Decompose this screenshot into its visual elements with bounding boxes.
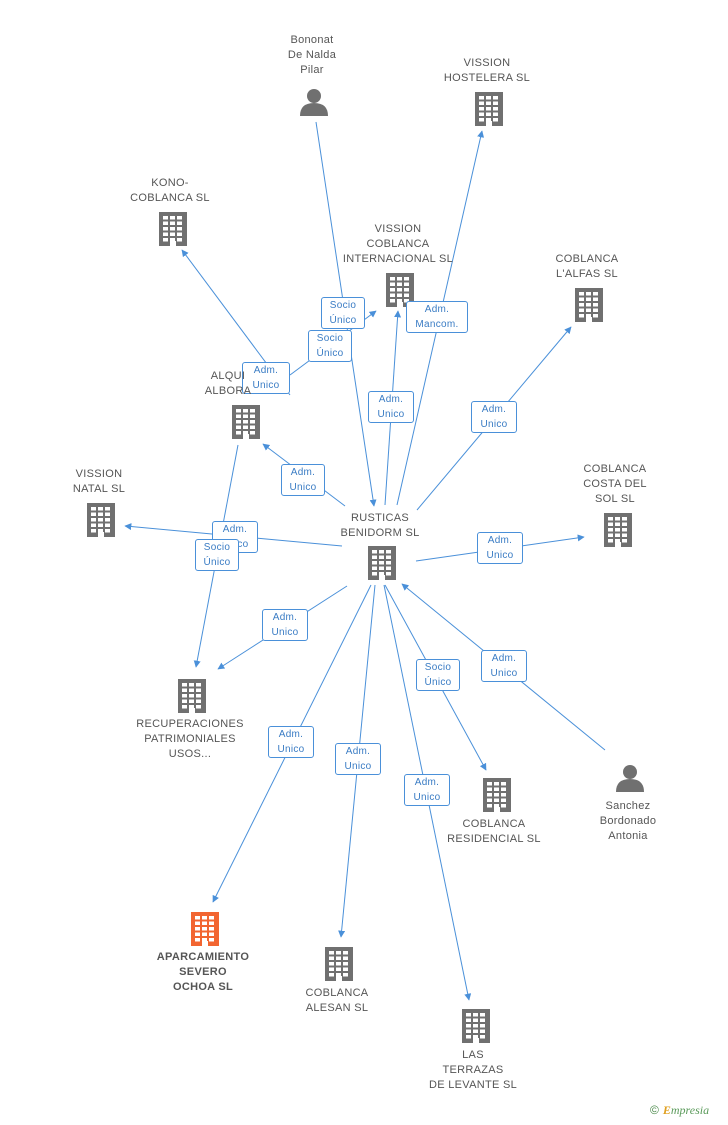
edge-label-alqui-to-vission_coblanca[interactable]: Socio Único <box>308 330 352 362</box>
edge-label-rusticas-to-aparcamiento[interactable]: Adm. Unico <box>268 726 314 758</box>
brand-name: mpresia <box>670 1103 710 1117</box>
edge-label-rusticas-to-vission_coblanca[interactable]: Adm. Unico <box>368 391 414 423</box>
edge-label-rusticas-to-recuperaciones[interactable]: Adm. Unico <box>262 609 308 641</box>
building-icon-coblanca_alfas[interactable] <box>575 288 603 322</box>
edge-label-rusticas-to-coblanca_costa[interactable]: Adm. Unico <box>477 532 523 564</box>
edge-label-alqui-to-recuperaciones[interactable]: Socio Único <box>195 539 239 571</box>
edge-label-sanchez-to-rusticas[interactable]: Adm. Unico <box>481 650 527 682</box>
edge-label-rusticas-to-coblanca_alesan[interactable]: Adm. Unico <box>335 743 381 775</box>
node-label-coblanca_residencial[interactable]: COBLANCA RESIDENCIAL SL <box>447 818 541 845</box>
node-label-alqui[interactable]: ALQUI ALBORA <box>204 370 252 397</box>
building-icon-coblanca_costa[interactable] <box>604 513 632 547</box>
edge-label-rusticas-to-las_terrazas[interactable]: Adm. Unico <box>404 774 450 806</box>
person-icon-sanchez[interactable] <box>616 765 644 792</box>
node-label-recuperaciones[interactable]: RECUPERACIONES PATRIMONIALES USOS... <box>136 718 244 760</box>
node-label-kono[interactable]: KONO- COBLANCA SL <box>130 177 210 204</box>
building-icon-recuperaciones[interactable] <box>178 679 206 713</box>
edge-label-rusticas-to-vission_hostelera[interactable]: Adm. Mancom. <box>406 301 468 333</box>
building-icon-kono[interactable] <box>159 212 187 246</box>
empresia-brand[interactable]: ©Empresia <box>650 1103 709 1118</box>
building-icon-coblanca_alesan[interactable] <box>325 947 353 981</box>
node-label-vission_natal[interactable]: VISSION NATAL SL <box>72 468 126 495</box>
node-layer <box>87 89 644 1043</box>
node-label-sanchez[interactable]: Sanchez Bordonado Antonia <box>599 800 657 842</box>
node-label-bononat[interactable]: Bononat De Nalda Pilar <box>287 34 337 76</box>
brand-initial: E <box>662 1103 671 1117</box>
building-icon-coblanca_residencial[interactable] <box>483 778 511 812</box>
edge-label-bononat-to-rusticas[interactable]: Socio Único <box>321 297 365 329</box>
building-icon-rusticas[interactable] <box>368 546 396 580</box>
edge-label-rusticas-to-coblanca_alfas[interactable]: Adm. Unico <box>471 401 517 433</box>
node-label-aparcamiento[interactable]: APARCAMIENTO SEVERO OCHOA SL <box>156 951 250 993</box>
node-label-rusticas[interactable]: RUSTICAS BENIDORM SL <box>340 512 420 539</box>
edge-label-rusticas-to-coblanca_residencial[interactable]: Socio Único <box>416 659 460 691</box>
node-label-vission_hostelera[interactable]: VISSION HOSTELERA SL <box>443 57 531 84</box>
node-label-coblanca_costa[interactable]: COBLANCA COSTA DEL SOL SL <box>583 463 647 505</box>
node-label-las_terrazas[interactable]: LAS TERRAZAS DE LEVANTE SL <box>428 1049 518 1091</box>
building-icon-las_terrazas[interactable] <box>462 1009 490 1043</box>
edge-label-alqui-to-kono[interactable]: Adm. Unico <box>242 362 290 394</box>
building-icon-vission_coblanca[interactable] <box>386 273 414 307</box>
building-icon-vission_natal[interactable] <box>87 503 115 537</box>
copyright-symbol: © <box>650 1103 659 1117</box>
node-label-coblanca_alesan[interactable]: COBLANCA ALESAN SL <box>305 987 369 1014</box>
person-icon-bononat[interactable] <box>300 89 328 116</box>
building-icon-aparcamiento[interactable] <box>191 912 219 946</box>
building-icon-vission_hostelera[interactable] <box>475 92 503 126</box>
node-label-vission_coblanca[interactable]: VISSION COBLANCA INTERNACIONAL SL <box>342 223 454 265</box>
building-icon-alqui[interactable] <box>232 405 260 439</box>
edge-label-rusticas-to-alqui[interactable]: Adm. Unico <box>281 464 325 496</box>
node-label-coblanca_alfas[interactable]: COBLANCA L'ALFAS SL <box>555 253 619 280</box>
